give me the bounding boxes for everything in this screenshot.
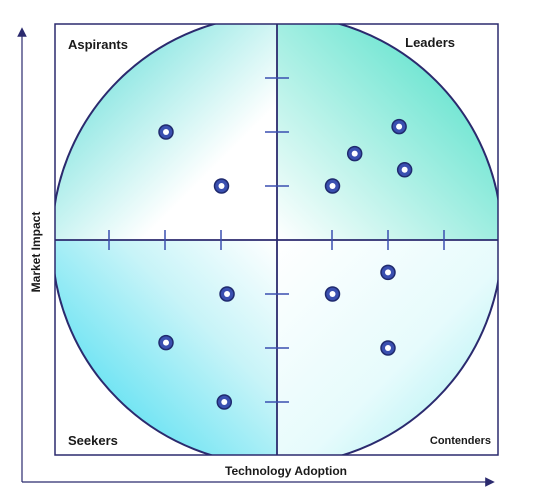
y-axis-label: Market Impact xyxy=(29,212,43,293)
data-point-marker-center xyxy=(218,183,225,189)
data-point-marker-center xyxy=(396,123,403,130)
data-markers xyxy=(158,118,413,410)
data-point-marker-center xyxy=(351,150,358,157)
data-point-marker-center xyxy=(385,345,391,351)
quadrant-label-contenders: Contenders xyxy=(430,435,491,447)
data-point-marker-center xyxy=(163,339,169,346)
data-point-marker-center xyxy=(221,399,228,405)
quadrant-label-seekers: Seekers xyxy=(68,433,118,448)
data-point-marker-center xyxy=(329,291,336,297)
quadrant-label-aspirants: Aspirants xyxy=(68,37,128,52)
data-point-marker-center xyxy=(401,166,408,173)
data-point-marker-center xyxy=(163,129,169,135)
quadrant-seekers-fill xyxy=(55,240,277,455)
quadrant-leaders-fill xyxy=(277,24,498,240)
horizontal-ticks xyxy=(108,230,445,250)
data-point-marker-center xyxy=(224,291,231,297)
x-axis-label: Technology Adoption xyxy=(225,464,347,478)
data-point-marker-center xyxy=(329,183,336,189)
quadrant-label-leaders: Leaders xyxy=(405,35,455,50)
vertical-ticks xyxy=(265,77,289,403)
data-point-marker-center xyxy=(385,269,391,276)
